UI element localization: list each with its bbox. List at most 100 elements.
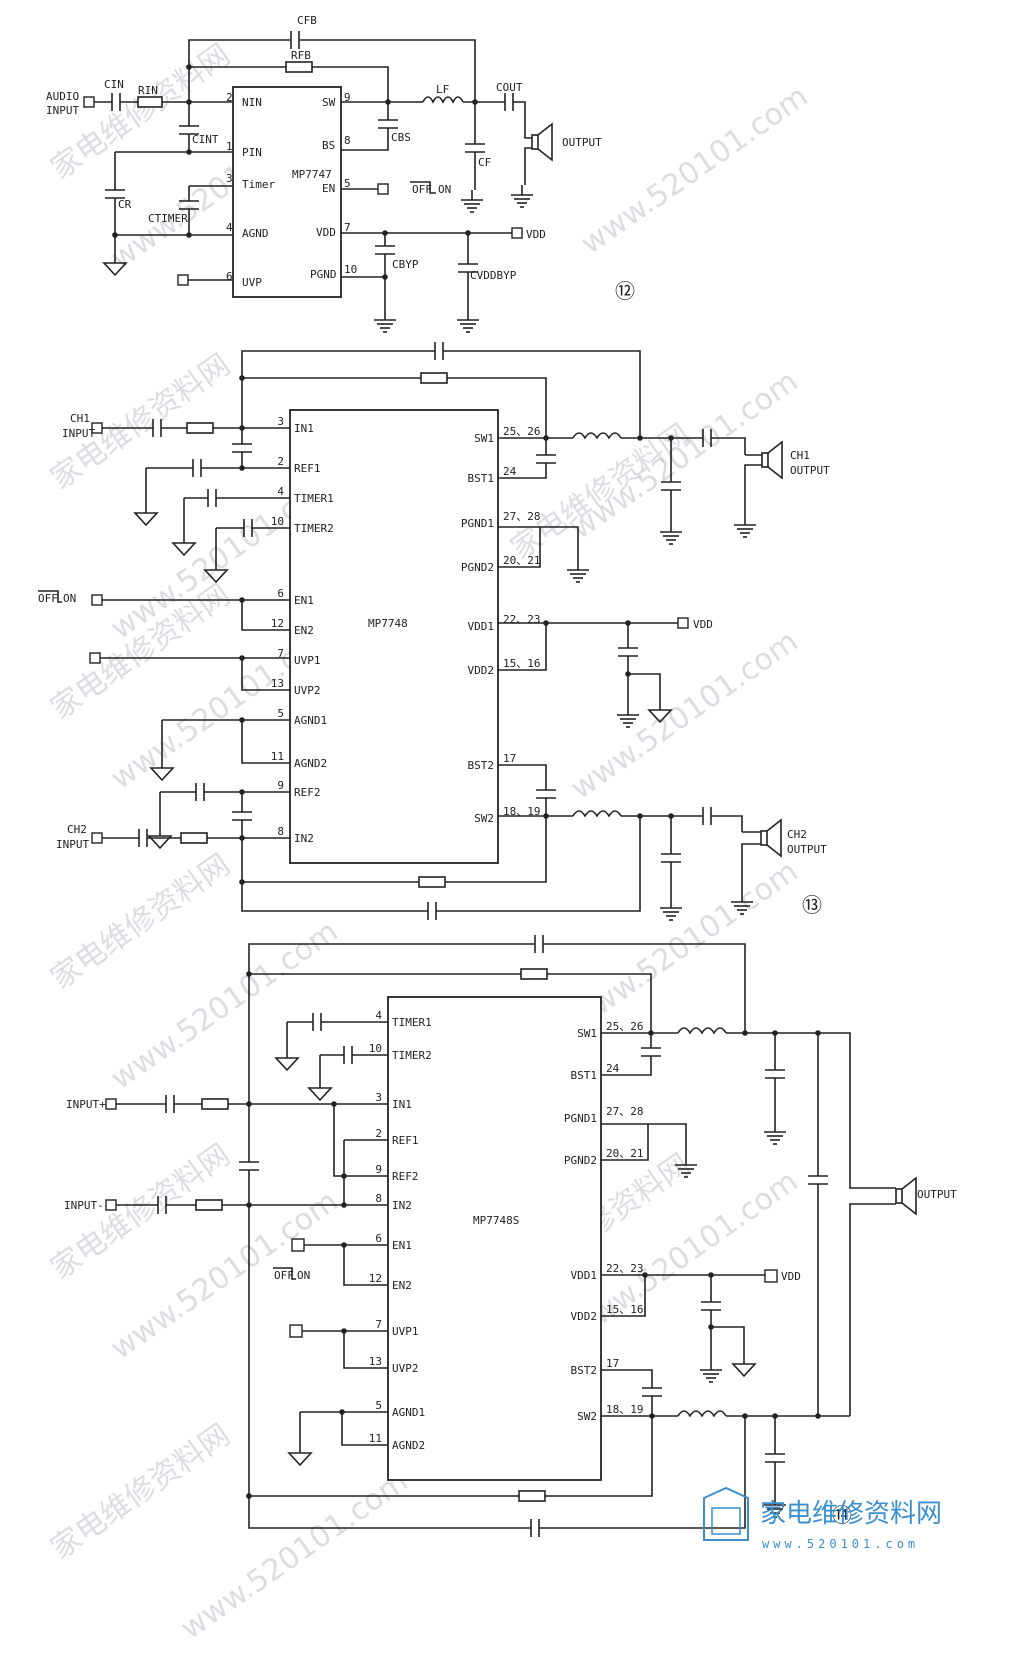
- pin-name: REF1: [294, 462, 321, 475]
- pin-name: UVP1: [294, 654, 321, 667]
- uvp-terminal: [89, 652, 101, 664]
- pin-number: 7: [344, 221, 351, 234]
- watermark-url: www.520101.com: [575, 79, 815, 262]
- pin-name: SW1: [474, 432, 494, 445]
- pin-name: IN1: [392, 1098, 412, 1111]
- pin-number: 11: [271, 750, 284, 763]
- pin-number: 2: [277, 455, 284, 468]
- pin-number: 20、21: [503, 554, 541, 567]
- pin-name: EN1: [392, 1239, 412, 1252]
- ch2-input-terminal: [91, 832, 103, 844]
- ch2-output-label: CH2: [787, 828, 807, 841]
- vdd-terminal: [677, 617, 689, 629]
- pin-number: 15、16: [503, 657, 541, 670]
- pin-name: AGND: [242, 227, 269, 240]
- pin-name: UVP2: [392, 1362, 419, 1375]
- pin-number: 10: [271, 515, 284, 528]
- pin-name: PGND2: [461, 561, 494, 574]
- pin-name: EN2: [294, 624, 314, 637]
- input-label: INPUT: [56, 838, 89, 851]
- pin-number: 5: [375, 1399, 382, 1412]
- pin-number: 3: [375, 1091, 382, 1104]
- rin-label: RIN: [138, 84, 158, 97]
- pin-name: BST1: [468, 472, 495, 485]
- chip-mp7748: [289, 409, 499, 864]
- pin-number: 5: [277, 707, 284, 720]
- cout-label: COUT: [496, 81, 523, 94]
- rin-resistor: [137, 96, 163, 108]
- pin-number: 9: [375, 1163, 382, 1176]
- output-label: OUTPUT: [790, 464, 830, 477]
- pin-name: TIMER2: [392, 1049, 432, 1062]
- circuit-number-14: ⑭: [832, 1503, 852, 1527]
- uvp-terminal: [289, 1324, 303, 1338]
- pin-number: 27、28: [606, 1105, 644, 1118]
- pin-name: EN1: [294, 594, 314, 607]
- pin-number: 10: [344, 263, 357, 276]
- pin-name: TIMER1: [294, 492, 334, 505]
- pin-name: EN2: [392, 1279, 412, 1292]
- watermark-url: www.520101.com: [565, 624, 805, 807]
- brand-name: 家电维修资料网: [760, 1499, 942, 1529]
- pin-name: BST1: [571, 1069, 598, 1082]
- en-terminal: [291, 1238, 305, 1252]
- pin-name: VDD2: [468, 664, 495, 677]
- pin-number: 8: [344, 134, 351, 147]
- watermark-cn: 家电维修资料网: [45, 847, 237, 996]
- input-plus-terminal: [105, 1098, 117, 1110]
- rfb-resistor: [285, 61, 313, 73]
- pin-name: IN1: [294, 422, 314, 435]
- input-label: INPUT: [46, 104, 79, 117]
- in1-resistor: [201, 1098, 229, 1110]
- pin-name: BST2: [571, 1364, 598, 1377]
- pin-name: SW2: [474, 812, 494, 825]
- pin-number: 27、28: [503, 510, 541, 523]
- pin-name: EN: [322, 182, 335, 195]
- on-label: ON: [438, 183, 451, 196]
- lf-label: LF: [436, 83, 449, 96]
- input-minus-terminal: [105, 1199, 117, 1211]
- output-label: OUTPUT: [917, 1188, 957, 1201]
- audio-label: AUDIO: [46, 90, 79, 103]
- pin-name: UVP1: [392, 1325, 419, 1338]
- pin-name: AGND1: [294, 714, 327, 727]
- pin-name: REF1: [392, 1134, 419, 1147]
- pin-number: 17: [606, 1357, 619, 1370]
- pin-number: 7: [277, 647, 284, 660]
- pin-name: IN2: [392, 1199, 412, 1212]
- off-label: OFF: [412, 183, 432, 196]
- pin-name: SW: [322, 96, 336, 109]
- pin-number: 6: [226, 270, 233, 283]
- pin-number: 9: [277, 779, 284, 792]
- off-label: OFF: [274, 1269, 294, 1282]
- pin-name: BS: [322, 139, 335, 152]
- en-terminal: [377, 183, 389, 195]
- cf-label: CF: [478, 156, 491, 169]
- vdd-label: VDD: [781, 1270, 801, 1283]
- pin-name: AGND2: [392, 1439, 425, 1452]
- cbyp-label: CBYP: [392, 258, 419, 271]
- pin-number: 24: [503, 465, 517, 478]
- pin-name: PGND2: [564, 1154, 597, 1167]
- vdd-label: VDD: [526, 228, 546, 241]
- fb2-resistor: [518, 1490, 546, 1502]
- off-label: OFF: [38, 592, 58, 605]
- cbs-label: CBS: [391, 131, 411, 144]
- pin-number: 11: [369, 1432, 382, 1445]
- pin-name: UVP2: [294, 684, 321, 697]
- on-label: ON: [63, 592, 76, 605]
- pin-name: VDD: [316, 226, 336, 239]
- circuit-number-12: ⑫: [615, 279, 635, 303]
- rfb-label: RFB: [291, 49, 311, 62]
- chip-label: MP7748: [368, 617, 408, 630]
- vdd-label: VDD: [693, 618, 713, 631]
- input-minus-label: INPUT-: [64, 1199, 104, 1212]
- ch1-label: CH1: [70, 412, 90, 425]
- in1-resistor: [186, 422, 214, 434]
- pin-number: 25、26: [503, 425, 541, 438]
- pin-number: 13: [271, 677, 284, 690]
- pin-number: 8: [375, 1192, 382, 1205]
- pin-number: 18、19: [606, 1403, 644, 1416]
- brand-url: www.520101.com: [762, 1537, 919, 1551]
